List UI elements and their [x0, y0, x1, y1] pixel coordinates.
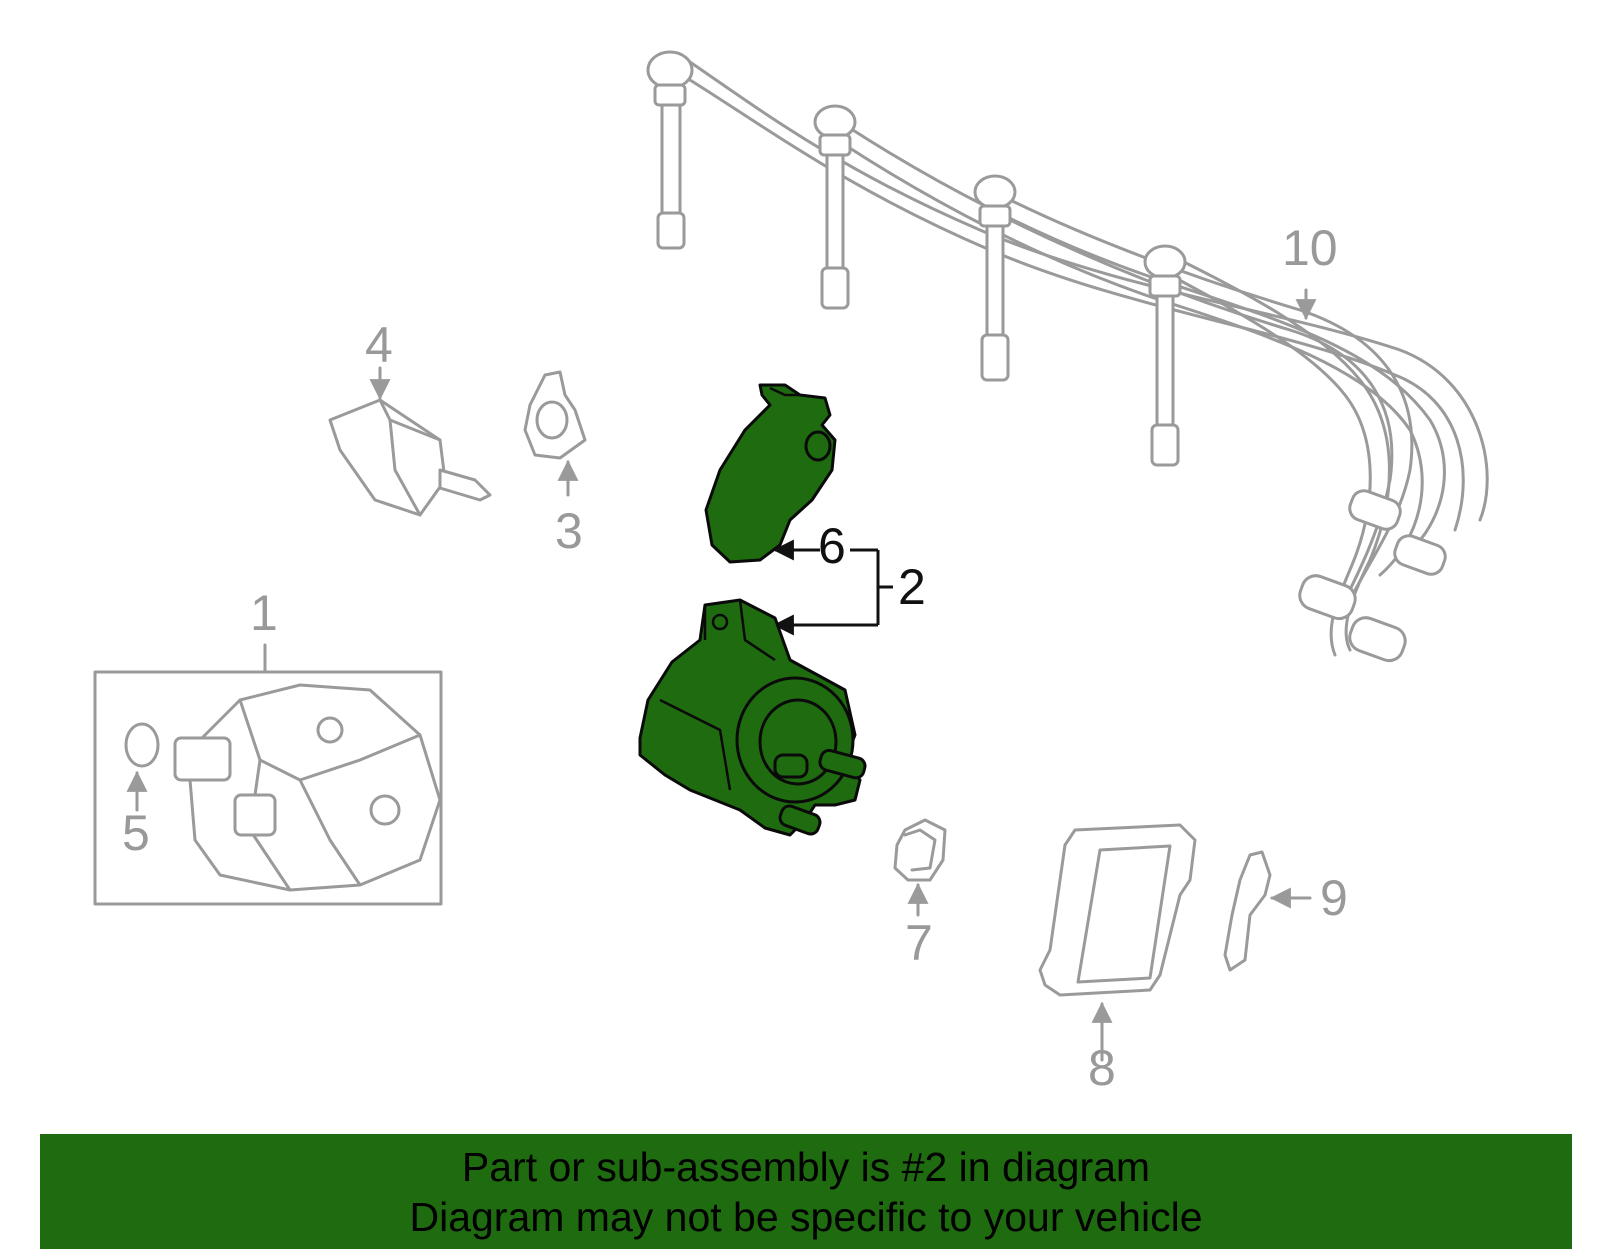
plug-boot-1 [646, 50, 694, 250]
part-2-callout-bracket [772, 548, 893, 636]
plug-boot-3 [973, 174, 1017, 382]
info-banner: Part or sub-assembly is #2 in diagram Di… [40, 1134, 1572, 1249]
banner-line-2: Diagram may not be specific to your vehi… [409, 1194, 1203, 1240]
part-6-distributor-cap[interactable] [704, 383, 837, 564]
part-5-o-ring[interactable] [124, 722, 160, 812]
part-8-control-module[interactable] [1038, 823, 1197, 1062]
callout-3: 3 [555, 503, 583, 559]
part-4-ignition-coil[interactable] [328, 366, 492, 517]
part-10-spark-plug-wires[interactable] [646, 50, 1489, 665]
callout-6: 6 [818, 518, 846, 574]
part-9-bracket[interactable] [1223, 850, 1312, 972]
callout-4: 4 [365, 317, 393, 373]
callout-1: 1 [250, 585, 278, 641]
plug-boot-4 [1143, 244, 1187, 467]
callout-9: 9 [1320, 870, 1348, 926]
callout-2: 2 [898, 559, 926, 615]
callout-10: 10 [1282, 220, 1338, 276]
part-1-distributor-assembly-box[interactable] [93, 643, 443, 906]
callout-5: 5 [122, 805, 150, 861]
part-7-seal[interactable] [893, 818, 947, 917]
part-2-distributor-housing[interactable] [638, 598, 867, 837]
coil-end-connectors [1298, 489, 1447, 663]
part-3-rotor[interactable] [523, 370, 587, 497]
callout-8: 8 [1088, 1040, 1116, 1096]
plug-boot-2 [813, 104, 857, 310]
banner-line-1: Part or sub-assembly is #2 in diagram [461, 1144, 1151, 1190]
callout-7: 7 [905, 915, 933, 971]
